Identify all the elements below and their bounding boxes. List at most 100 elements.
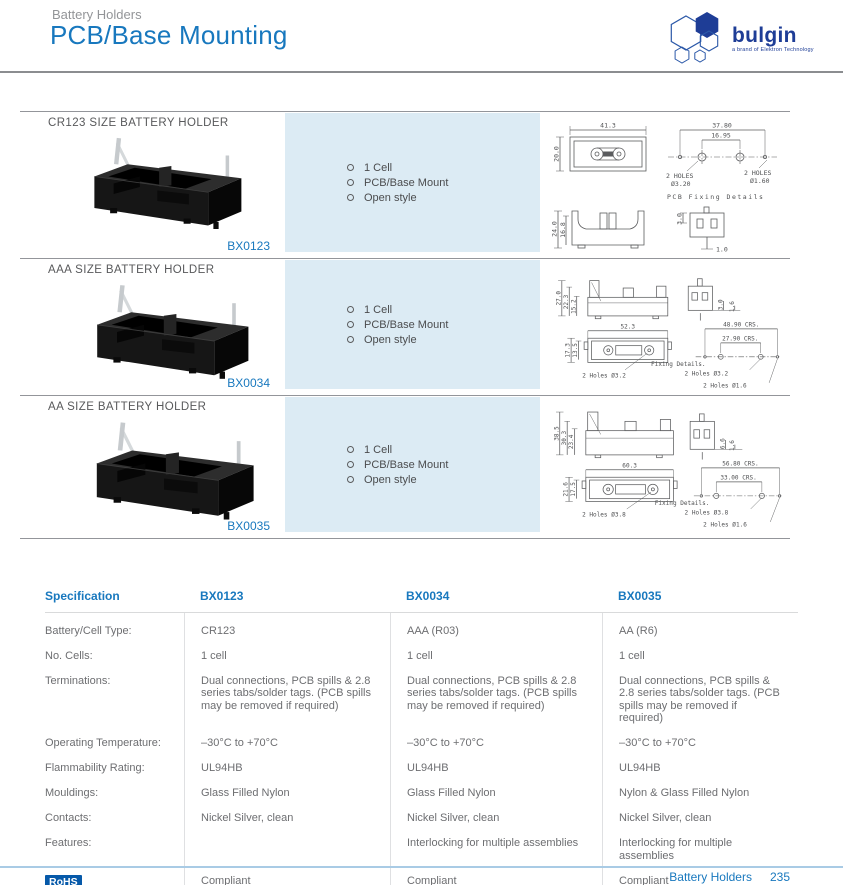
row-label: No. Cells:: [45, 649, 93, 662]
table-row: Mouldings: Glass Filled Nylon Glass Fill…: [45, 775, 798, 801]
cell-value: CR123: [184, 613, 390, 638]
table-row: No. Cells: 1 cell 1 cell 1 cell: [45, 638, 798, 663]
cell-value: [184, 825, 390, 863]
feature-label: Open style: [364, 333, 417, 346]
dim-label: 22.3: [563, 294, 570, 309]
dim-label: 52.3: [621, 323, 636, 330]
table-row: Battery/Cell Type: CR123 AAA (R03) AA (R…: [45, 613, 798, 638]
feature-item: Open style: [347, 334, 540, 346]
dim-label: 21.6: [563, 482, 570, 497]
table-row: Features: Interlocking for multiple asse…: [45, 825, 798, 863]
footer-page-number: 235: [769, 870, 790, 884]
bulgin-logo: bulgin a brand of Elektron Technology: [660, 3, 820, 67]
product-section-bx0123: CR123 SIZE BATTERY HOLDER BX0123 1 Cell …: [0, 111, 843, 258]
cell-value: Glass Filled Nylon: [390, 775, 602, 801]
specification-table: Specification BX0123 BX0034 BX0035 Batte…: [45, 583, 798, 885]
product-column: AA SIZE BATTERY HOLDER BX0035: [20, 395, 270, 538]
row-label: Flammability Rating:: [45, 762, 145, 774]
cell-value: Compliant: [390, 863, 602, 885]
dim-label: 1.6: [729, 301, 736, 312]
part-number-link[interactable]: BX0035: [227, 519, 270, 533]
cell-value: Interlocking for multiple assemblies: [602, 825, 798, 863]
feature-label: PCB/Base Mount: [364, 176, 449, 189]
dim-label: 2 Holes Ø3.2: [582, 371, 626, 379]
drawing-caption: PCB Fixing Details: [667, 193, 764, 201]
dim-label: 2 Holes Ø3.8: [685, 509, 729, 517]
row-label: Operating Temperature:: [45, 737, 161, 749]
product-column: AAA SIZE BATTERY HOLDER BX0034: [20, 258, 270, 395]
feature-bullet-icon: [347, 446, 354, 453]
row-label: Terminations:: [45, 674, 111, 687]
dim-label: 56.80 CRS.: [722, 461, 758, 468]
dim-label: 2 Holes Ø3.2: [685, 369, 729, 377]
logo-brand-text: bulgin: [732, 24, 797, 47]
cell-value: Nickel Silver, clean: [184, 800, 390, 826]
feature-bullet-icon: [347, 461, 354, 468]
part-number-link[interactable]: BX0123: [227, 239, 270, 253]
spec-header-bx0123: BX0123: [200, 589, 244, 603]
dim-label: 33.00 CRS.: [720, 475, 756, 482]
feature-bullet-icon: [347, 164, 354, 171]
features-panel: 1 Cell PCB/Base Mount Open style: [285, 397, 540, 532]
feature-label: Open style: [364, 191, 417, 204]
header-divider: [0, 71, 843, 73]
feature-item: 1 Cell: [347, 304, 540, 316]
drawing-caption: Fixing Details.: [655, 500, 710, 507]
cell-value: Compliant: [602, 863, 798, 885]
feature-label: 1 Cell: [364, 303, 393, 316]
dim-label: 1.0: [716, 246, 728, 254]
cell-value: UL94HB: [390, 750, 602, 776]
part-number-link[interactable]: BX0034: [227, 376, 270, 390]
cell-value: Dual connections, PCB spills & 2.8 serie…: [390, 663, 602, 726]
sections-end-divider: [20, 538, 790, 540]
feature-label: PCB/Base Mount: [364, 318, 449, 331]
feature-bullet-icon: [347, 476, 354, 483]
dim-label: 2 Holes Ø1.6: [703, 521, 747, 529]
product-section-bx0035: AA SIZE BATTERY HOLDER BX0035 1 Cell PCB…: [0, 395, 843, 538]
dim-label: 13.5: [572, 343, 579, 358]
footer-section-label: Battery Holders: [669, 870, 752, 884]
dim-label: 6.6: [720, 438, 727, 449]
feature-bullet-icon: [347, 194, 354, 201]
rohs-badge: RoHS: [45, 874, 82, 885]
cell-value: Compliant: [184, 863, 390, 885]
category-label: Battery Holders: [52, 7, 142, 22]
feature-label: 1 Cell: [364, 161, 393, 174]
cell-value: UL94HB: [184, 750, 390, 776]
dim-label: 2 Holes Ø3.8: [582, 510, 626, 518]
cell-value: 1 cell: [390, 638, 602, 663]
feature-bullet-icon: [347, 179, 354, 186]
cell-value: –30°C to +70°C: [184, 725, 390, 751]
dim-label: 3.0: [718, 299, 725, 310]
row-label: Battery/Cell Type:: [45, 624, 132, 637]
rohs-row-label: RoHS: [45, 863, 184, 885]
cell-value: Glass Filled Nylon: [184, 775, 390, 801]
table-row: Terminations: Dual connections, PCB spil…: [45, 663, 798, 726]
cell-value: Nickel Silver, clean: [390, 800, 602, 826]
feature-label: PCB/Base Mount: [364, 458, 449, 471]
cell-value: UL94HB: [602, 750, 798, 776]
feature-bullet-icon: [347, 336, 354, 343]
hexagon-logo-mark: [670, 12, 719, 64]
dim-label: 24.0: [551, 221, 559, 237]
dim-label: 37.80: [712, 122, 732, 130]
dim-label: 2 Holes Ø1.6: [703, 381, 747, 389]
logo-tagline-text: a brand of Elektron Technology: [732, 47, 814, 53]
feature-item: PCB/Base Mount: [347, 459, 540, 471]
technical-drawing-bx0123: 41.3 20.0 37.80 16.95 2 HOLES Ø3.2: [551, 122, 777, 254]
cell-value: –30°C to +70°C: [602, 725, 798, 751]
feature-item: 1 Cell: [347, 162, 540, 174]
cell-value: Nylon & Glass Filled Nylon: [602, 775, 798, 801]
table-row-rohs: RoHS Compliant Compliant Compliant: [45, 863, 798, 885]
spec-header-bx0035: BX0035: [618, 589, 662, 603]
technical-drawing-bx0034: 27.0 22.3 15.2 3.0 1.6 52.3: [555, 278, 782, 389]
features-panel: 1 Cell PCB/Base Mount Open style: [285, 260, 540, 389]
cell-value: Dual connections, PCB spills & 2.8 serie…: [184, 663, 390, 726]
cell-value: Dual connections, PCB spills & 2.8 serie…: [602, 663, 798, 726]
product-photo-bx0123: [78, 131, 263, 236]
table-row: Flammability Rating: UL94HB UL94HB UL94H…: [45, 750, 798, 776]
dim-label: 27.0: [555, 291, 562, 306]
cell-value: 1 cell: [602, 638, 798, 663]
page-footer: Battery Holders 235: [669, 870, 790, 884]
